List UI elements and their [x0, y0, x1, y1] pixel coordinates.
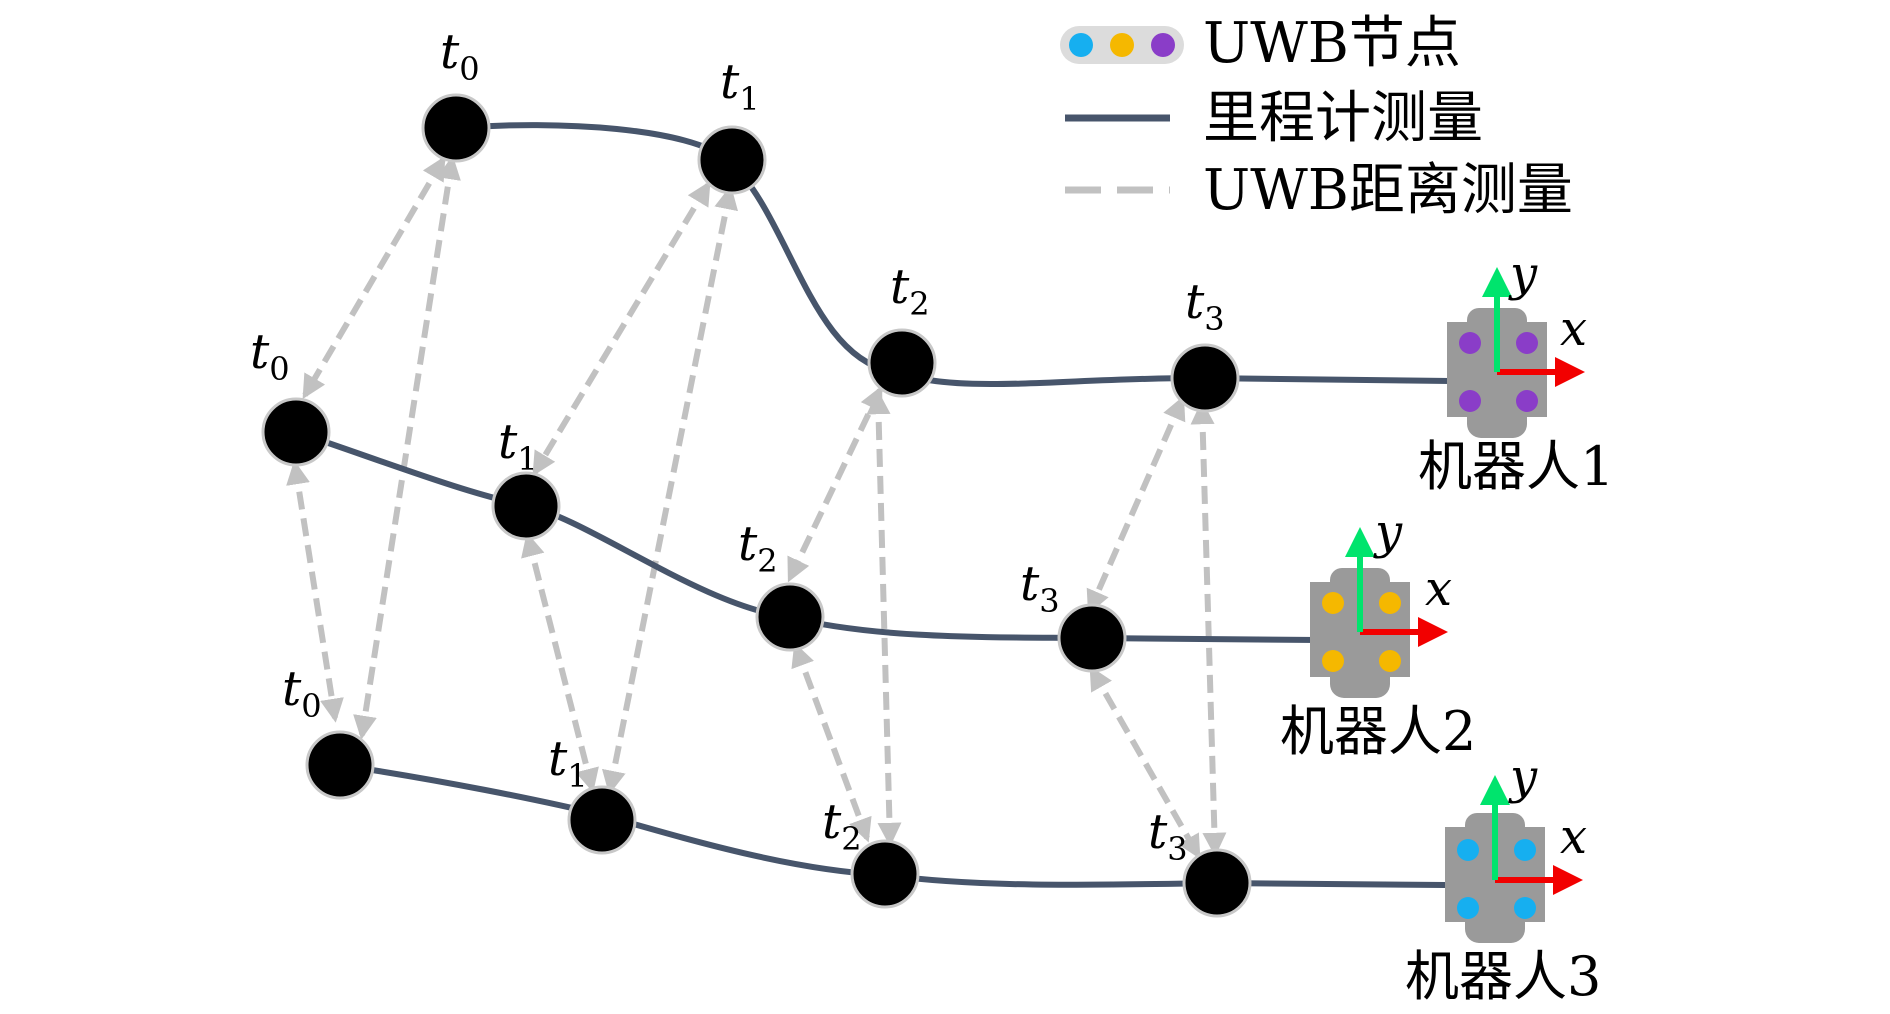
- robot-3-body-bottom: [1465, 905, 1525, 943]
- uwb-range-edges: [286, 155, 1227, 860]
- pose-node-r3-t3: [1182, 848, 1252, 918]
- axis-x-label: x: [1560, 809, 1587, 865]
- pose-node-r2-t1: [491, 471, 561, 541]
- trajectory-robot3: [337, 762, 1448, 888]
- uwb-range-r2t2-r3t2: [791, 642, 872, 843]
- legend-uwb-nodes-label: UWB节点: [1203, 11, 1461, 76]
- robot-icon-2: x y 机器人2: [1280, 504, 1476, 763]
- pose-label-r1-t0: t0: [440, 24, 480, 88]
- pose-label-r1-t1: t1: [720, 54, 760, 118]
- axis-y-label: y: [1508, 749, 1538, 805]
- legend-odometry: 里程计测量: [1065, 86, 1483, 151]
- uwb-node-icon: [1514, 839, 1536, 861]
- pose-node-r1-t3: [1170, 343, 1240, 413]
- uwb-range-r1t2-r3t2: [866, 390, 902, 847]
- axis-x-label: x: [1560, 301, 1587, 357]
- pose-label-r3-t0: t0: [282, 661, 322, 725]
- robot-3-label: 机器人3: [1405, 945, 1601, 1008]
- pose-label-r3-t3: t3: [1148, 804, 1188, 868]
- trajectory-robot2: [293, 429, 1321, 643]
- trajectory-robot1: [453, 122, 1453, 388]
- pose-node-r3-t1: [567, 785, 637, 855]
- pose-label-r3-t1: t1: [548, 731, 588, 795]
- uwb-range-r2t1-r3t1: [521, 532, 599, 793]
- pose-labels: t0 t1 t2 t3 t0 t1 t2 t3 t0 t1 t2 t3: [250, 24, 1225, 868]
- uwb-range-r1t3-r3t3: [1190, 400, 1227, 857]
- pose-label-r2-t3: t3: [1020, 556, 1060, 620]
- axis-y-label: y: [1508, 246, 1538, 302]
- pose-label-r1-t3: t3: [1185, 274, 1225, 338]
- pose-node-r1-t0: [421, 93, 491, 163]
- legend-uwb-nodes: UWB节点: [1060, 11, 1461, 76]
- axis-y-label: y: [1373, 504, 1403, 560]
- pose-label-r2-t1: t1: [498, 414, 538, 478]
- uwb-node-icon: [1379, 650, 1401, 672]
- odometry-trajectories: [293, 122, 1453, 888]
- pose-node-r1-t1: [697, 125, 767, 195]
- uwb-range-r1t2-r2t2: [787, 385, 883, 583]
- robot-icon-3: x y 机器人3: [1405, 749, 1601, 1008]
- uwb-node-icon: [1457, 897, 1479, 919]
- uwb-range-r1t1-r3t1: [601, 185, 739, 795]
- uwb-range-r2t3-r3t3: [1089, 665, 1201, 860]
- legend-uwb-range-label: UWB距离测量: [1203, 158, 1573, 223]
- uwb-node-icon: [1516, 332, 1538, 354]
- uwb-node-icon: [1514, 897, 1536, 919]
- uwb-node-icon: [1110, 33, 1134, 57]
- pose-label-r2-t0: t0: [250, 324, 290, 388]
- robot-2-body-bottom: [1330, 660, 1390, 698]
- robot-1-label: 机器人1: [1418, 435, 1614, 498]
- uwb-node-icon: [1457, 839, 1479, 861]
- pose-label-r2-t2: t2: [738, 516, 778, 580]
- uwb-node-icon: [1379, 592, 1401, 614]
- uwb-range-r2t0-r3t0: [286, 460, 344, 723]
- uwb-node-icon: [1459, 332, 1481, 354]
- legend: UWB节点 里程计测量 UWB距离测量: [1060, 11, 1573, 223]
- uwb-node-icon: [1151, 33, 1175, 57]
- pose-node-r2-t0: [261, 397, 331, 467]
- legend-uwb-range: UWB距离测量: [1065, 158, 1573, 223]
- uwb-node-icon: [1516, 390, 1538, 412]
- uwb-range-r1t3-r2t3: [1086, 395, 1186, 615]
- robot-icon-1: x y 机器人1: [1418, 246, 1614, 498]
- pose-node-r1-t2: [867, 328, 937, 398]
- pose-label-r1-t2: t2: [890, 259, 930, 323]
- pose-nodes: [261, 93, 1252, 918]
- uwb-node-icon: [1322, 592, 1344, 614]
- pose-node-r3-t2: [850, 839, 920, 909]
- pose-node-r2-t2: [755, 582, 825, 652]
- legend-odometry-label: 里程计测量: [1203, 86, 1483, 151]
- pose-label-r3-t2: t2: [822, 794, 862, 858]
- robot-2-label: 机器人2: [1280, 700, 1476, 763]
- uwb-node-icon: [1069, 33, 1093, 57]
- robot-1-body-bottom: [1467, 400, 1527, 438]
- pose-node-r2-t3: [1057, 603, 1127, 673]
- uwb-node-icon: [1459, 390, 1481, 412]
- uwb-range-r1t0-r3t0: [353, 155, 461, 740]
- pose-node-r3-t0: [305, 730, 375, 800]
- uwb-node-icon: [1322, 650, 1344, 672]
- axis-x-label: x: [1425, 561, 1452, 617]
